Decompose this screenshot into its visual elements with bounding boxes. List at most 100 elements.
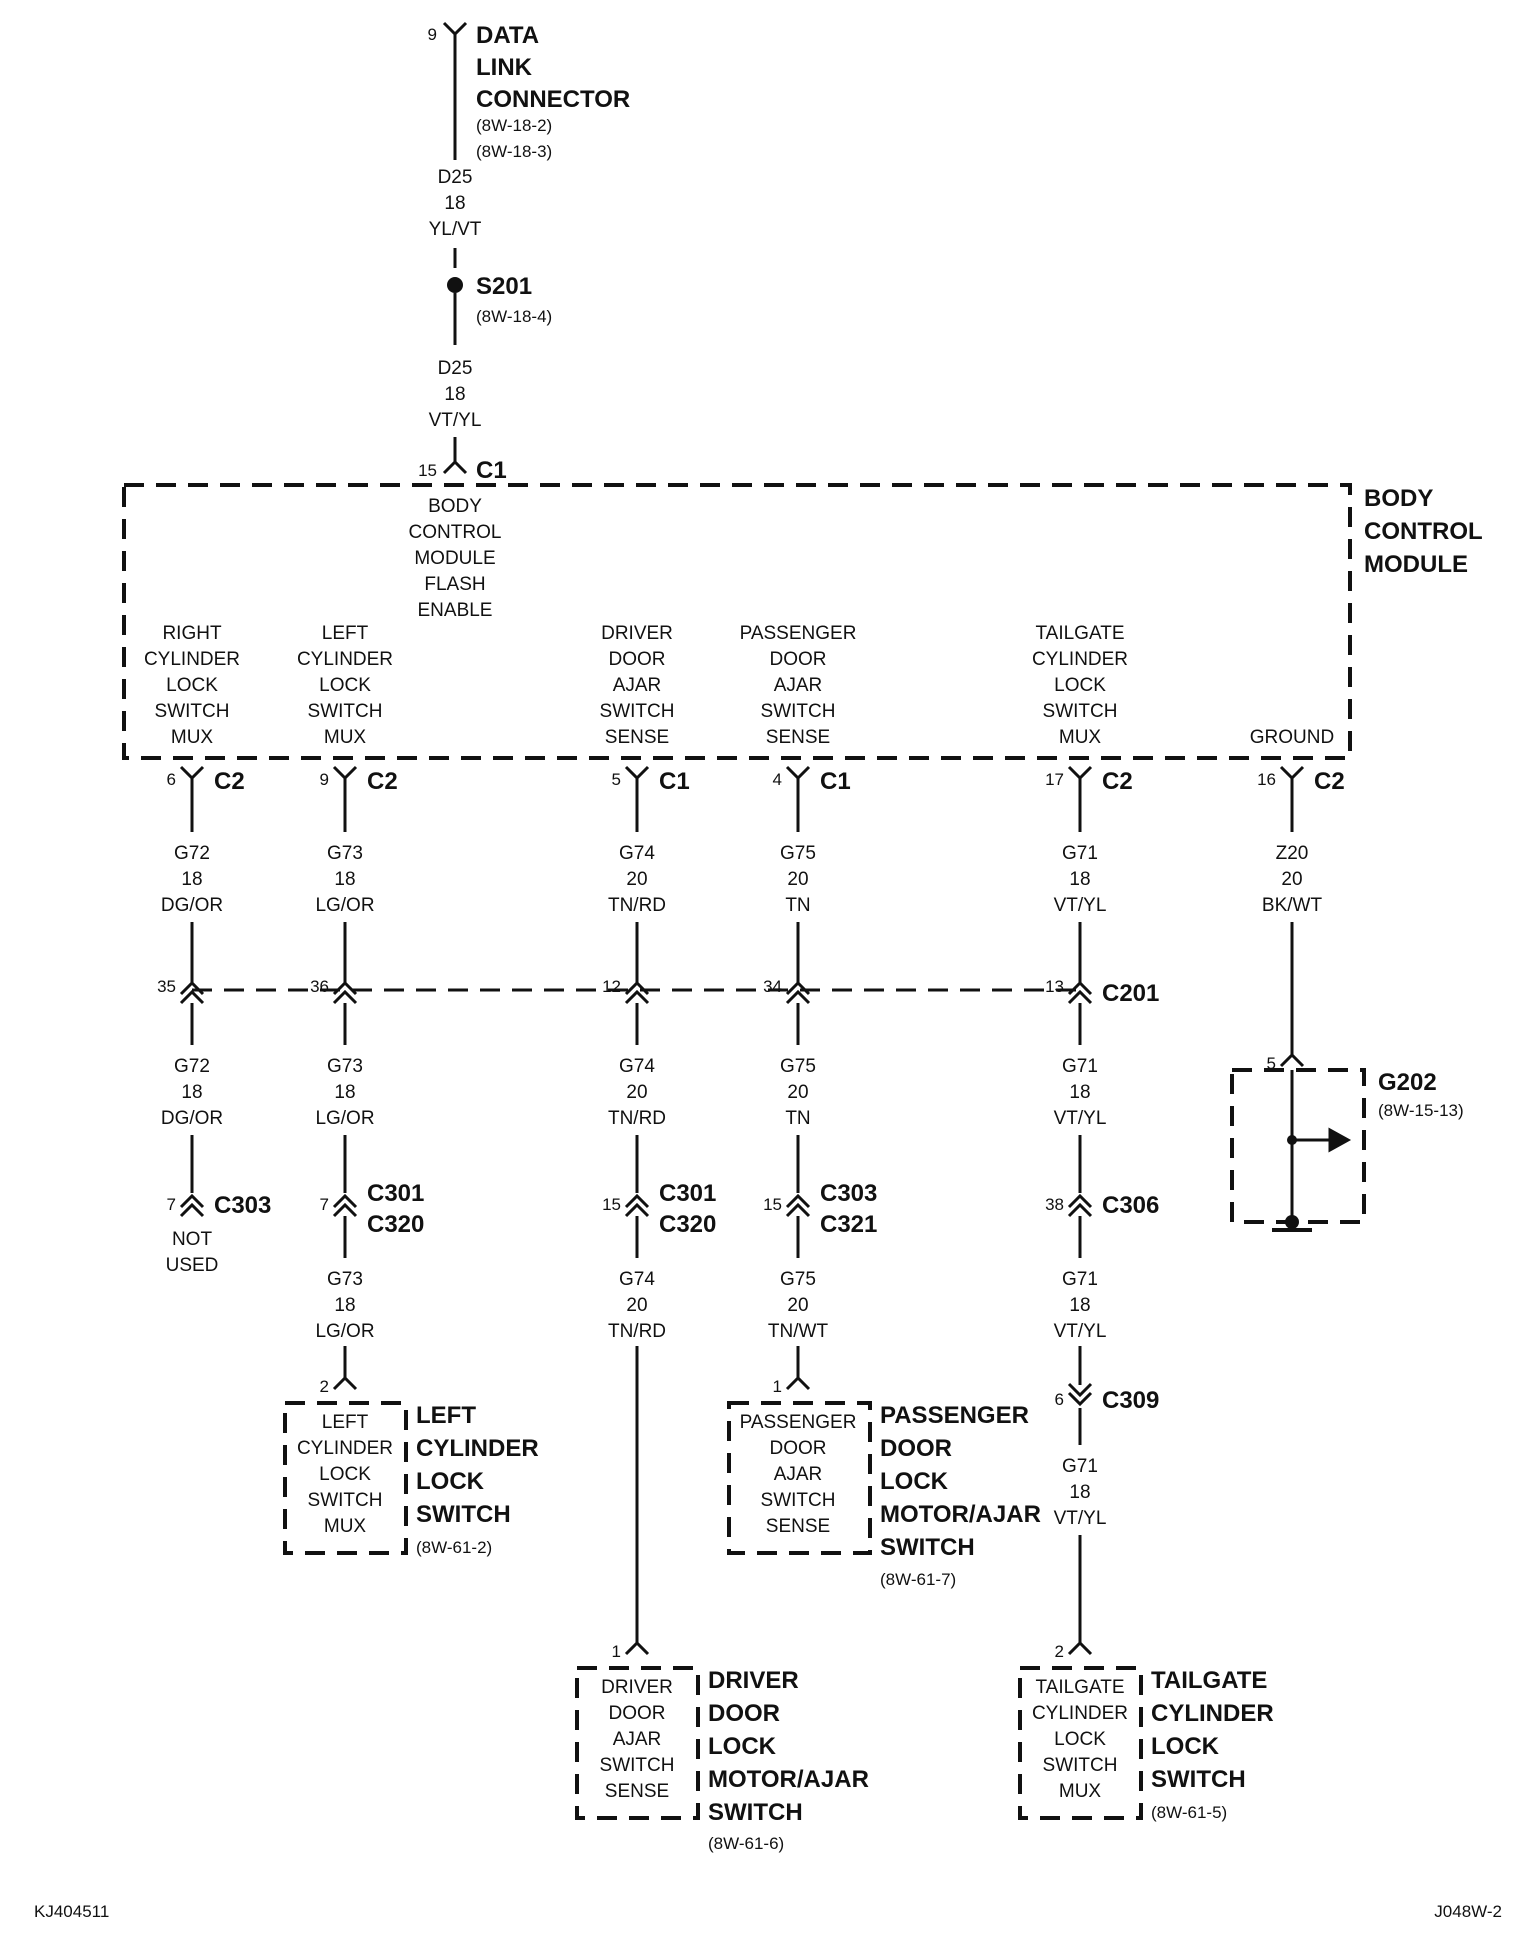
bcm-output-label: PASSENGER <box>740 623 857 644</box>
bcm-output-label: CYLINDER <box>144 649 240 670</box>
g202-ground-box <box>1230 1068 1366 1224</box>
tailgate-switch-inner: LOCK <box>1054 1729 1106 1750</box>
bcm-input-pin-number: 15 <box>418 461 437 480</box>
connector-symbols <box>179 21 1352 1656</box>
driver-switch-name: LOCK <box>708 1733 777 1760</box>
passenger-switch-inner: SENSE <box>766 1516 830 1537</box>
wire-label: VT/YL <box>1054 1321 1107 1342</box>
bcm-output-pin-number: 17 <box>1045 770 1064 789</box>
g202-arrow-icon <box>1328 1127 1352 1153</box>
bcm-output-pin-symbol <box>624 765 650 781</box>
module-boxes <box>122 483 1366 1820</box>
bcm-output-pin-number: 4 <box>773 770 782 789</box>
bcm-output-label: CYLINDER <box>1032 649 1128 670</box>
bcm-output-pin-number: 9 <box>320 770 329 789</box>
left-switch-inner: SWITCH <box>308 1490 383 1511</box>
bcm-input-connector: C1 <box>476 457 507 484</box>
wire-label: 20 <box>626 1082 647 1103</box>
body-control-module-box <box>122 483 1352 760</box>
splice-name: S201 <box>476 273 532 300</box>
wire-label: G73 <box>327 1269 363 1290</box>
left-cylinder-lock-switch-box <box>283 1401 408 1555</box>
wire-label: 18 <box>444 193 465 214</box>
wire-label: TN/RD <box>608 1321 666 1342</box>
wire-label: G75 <box>780 1056 816 1077</box>
driver-switch-ref: (8W-61-6) <box>708 1834 784 1853</box>
not-used-label: USED <box>166 1255 219 1276</box>
wire-label: 18 <box>1069 1295 1090 1316</box>
second-connector-symbol <box>179 1193 205 1218</box>
c201-pin-number: 35 <box>157 977 176 996</box>
second-connector-pin: 7 <box>320 1195 329 1214</box>
wire-label: LG/OR <box>315 895 374 916</box>
bcm-input-label: ENABLE <box>418 600 493 621</box>
g202-name: G202 <box>1378 1069 1437 1096</box>
left-switch-pin-symbol <box>332 1375 358 1391</box>
wire-label: G71 <box>1062 1456 1098 1477</box>
bcm-name: CONTROL <box>1364 518 1483 545</box>
driver-switch-name: DRIVER <box>708 1667 799 1694</box>
bcm-output-label: SWITCH <box>761 701 836 722</box>
driver-switch-pin-symbol <box>624 1640 650 1656</box>
second-connector-pin: 38 <box>1045 1195 1064 1214</box>
bcm-output-label: LEFT <box>322 623 369 644</box>
left-switch-name: SWITCH <box>416 1501 511 1528</box>
dlc-pin-symbol <box>442 21 468 37</box>
c309-pin-number: 6 <box>1055 1390 1064 1409</box>
wire-label: 20 <box>626 869 647 890</box>
wire-label: 18 <box>334 1082 355 1103</box>
passenger-switch-inner: SWITCH <box>761 1490 836 1511</box>
bcm-output-label: AJAR <box>613 675 662 696</box>
dlc-name: CONNECTOR <box>476 86 630 113</box>
second-connector-name: C306 <box>1102 1192 1159 1219</box>
wire-label: TN <box>785 1108 810 1129</box>
left-switch-ref: (8W-61-2) <box>416 1538 492 1557</box>
bcm-input-label: FLASH <box>424 574 485 595</box>
figure-id: KJ404511 <box>34 1902 109 1921</box>
left-switch-name: LEFT <box>416 1402 476 1429</box>
c309-connector-symbol <box>1067 1382 1093 1407</box>
left-switch-inner: MUX <box>324 1516 367 1537</box>
bcm-output-label: MUX <box>324 727 367 748</box>
wire-label: DG/OR <box>161 1108 223 1129</box>
bcm-output-pin-symbol <box>1279 765 1305 781</box>
wire-label: BK/WT <box>1262 895 1323 916</box>
wire-label: 18 <box>444 384 465 405</box>
passenger-switch-ref: (8W-61-7) <box>880 1570 956 1589</box>
wire-label: 18 <box>1069 1482 1090 1503</box>
bcm-output-pin-number: 6 <box>167 770 176 789</box>
bcm-output-label: RIGHT <box>162 623 222 644</box>
wire-label: G71 <box>1062 1056 1098 1077</box>
second-connector-pin: 7 <box>167 1195 176 1214</box>
bcm-output-label: MUX <box>171 727 214 748</box>
wire-label: YL/VT <box>429 219 482 240</box>
dlc-pin-number: 9 <box>428 25 437 44</box>
splice-dot <box>447 277 463 293</box>
c201-connector-symbol <box>179 980 205 1005</box>
bcm-output-label: TAILGATE <box>1035 623 1124 644</box>
page-ref: J048W-2 <box>1434 1902 1502 1921</box>
c201-connector-symbol <box>785 980 811 1005</box>
driver-switch-inner: AJAR <box>613 1729 662 1750</box>
bcm-output-label: SWITCH <box>1043 701 1118 722</box>
wire-label: G73 <box>327 1056 363 1077</box>
g202-ref: (8W-15-13) <box>1378 1101 1464 1120</box>
tailgate-cylinder-lock-switch-box <box>1018 1666 1143 1820</box>
tailgate-switch-name: TAILGATE <box>1151 1667 1267 1694</box>
wire-label: 20 <box>787 1295 808 1316</box>
bcm-output-connector: C2 <box>1102 768 1133 795</box>
wire-label: TN/WT <box>768 1321 829 1342</box>
passenger-switch-inner: DOOR <box>770 1438 827 1459</box>
bcm-output-pin-symbol <box>1067 765 1093 781</box>
bcm-output-label: SENSE <box>605 727 669 748</box>
second-connector-symbol <box>785 1193 811 1218</box>
bcm-output-pin-number: 5 <box>612 770 621 789</box>
second-connector-name: C303 <box>820 1180 877 1207</box>
wire-label: G75 <box>780 1269 816 1290</box>
wire-label: VT/YL <box>1054 1108 1107 1129</box>
tailgate-switch-ref: (8W-61-5) <box>1151 1803 1227 1822</box>
driver-door-switch-box <box>575 1666 700 1820</box>
left-switch-pin-number: 2 <box>320 1377 329 1396</box>
second-connector-pin: 15 <box>763 1195 782 1214</box>
wire-label: 20 <box>626 1295 647 1316</box>
